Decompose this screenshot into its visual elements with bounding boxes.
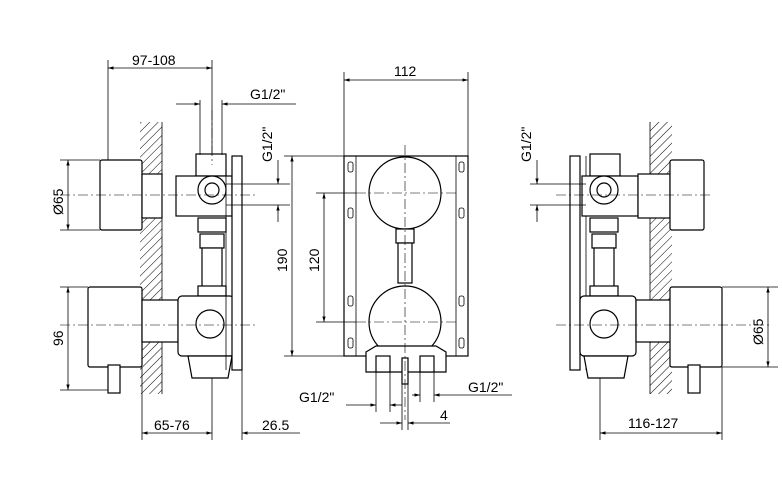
left-mount-plate (231, 155, 243, 371)
right-side-view: G1/2" Ø65 116-127 (518, 122, 778, 440)
front-plate-slots (347, 161, 465, 349)
dim-left-96: 96 (50, 330, 66, 346)
dim-front-120: 120 (306, 248, 322, 272)
dim-front-thread-left: G1/2" (299, 389, 334, 405)
dim-front-112: 112 (394, 63, 417, 79)
right-wall-hatch (650, 122, 672, 394)
front-view: 112 190 120 G1/2" G1/2" 4 (274, 63, 512, 430)
dim-97-108: 97-108 (132, 52, 176, 68)
dim-front-4: 4 (440, 407, 448, 423)
dim-left-26-5: 26.5 (262, 417, 289, 433)
dim-right-116-127: 116-127 (628, 415, 679, 431)
dim-right-diameter: Ø65 (750, 318, 766, 345)
left-wall-hatch (140, 122, 162, 394)
dim-front-190: 190 (274, 248, 290, 272)
left-side-view: 97-108 G1/2" G1/2" Ø65 96 65-76 26.5 (50, 52, 300, 440)
right-mount-plate (569, 155, 581, 371)
dim-left-65-76: 65-76 (154, 417, 190, 433)
dim-left-thread-side: G1/2" (259, 127, 275, 162)
dim-left-thread-top: G1/2" (250, 86, 285, 102)
dim-right-thread-side: G1/2" (518, 127, 534, 162)
right-lower-handle (669, 286, 723, 368)
left-lever (107, 364, 121, 394)
left-lower-handle (87, 286, 143, 368)
right-lever (687, 364, 701, 394)
dim-front-thread-right: G1/2" (468, 379, 503, 395)
dim-left-diameter: Ø65 (50, 188, 66, 215)
